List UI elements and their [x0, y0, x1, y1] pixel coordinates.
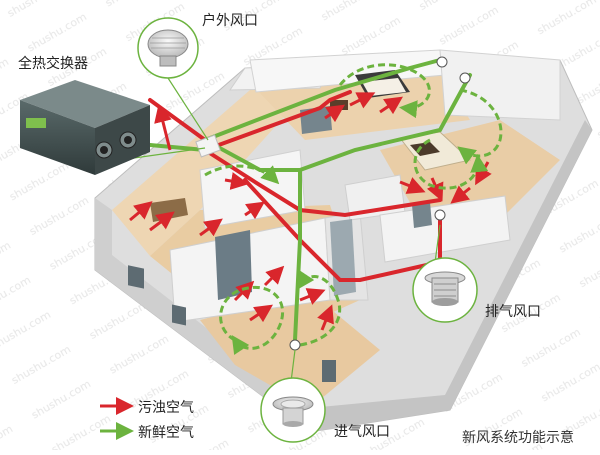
legend: [100, 397, 134, 440]
legend-fresh-air-label: 新鲜空气: [138, 425, 194, 441]
heat-exchanger-label: 全热交换器: [18, 56, 88, 72]
intake-vent-label: 进气风口: [334, 424, 390, 440]
outdoor-vent-label: 户外风口: [202, 13, 258, 29]
ceiling-diffusers: [289, 56, 471, 351]
duct-network: [148, 58, 472, 342]
heat-exchanger-unit: [20, 80, 150, 175]
exhaust-vent-callout: [412, 257, 478, 323]
legend-dirty-air-label: 污浊空气: [138, 400, 194, 416]
intake-vent-callout: [260, 377, 326, 443]
exhaust-vent-label: 排气风口: [485, 304, 541, 320]
diagram-title: 新风系统功能示意: [462, 430, 574, 446]
outdoor-vent-callout: [137, 17, 199, 79]
fresh-airflow-arrows: [204, 63, 503, 355]
